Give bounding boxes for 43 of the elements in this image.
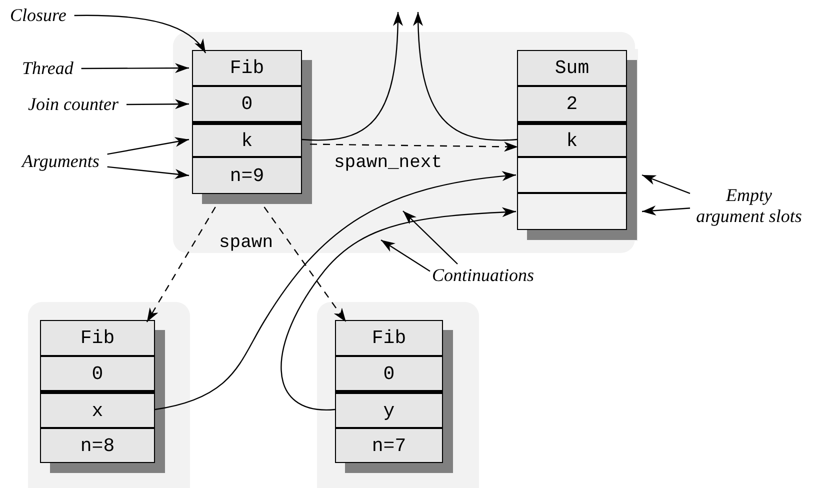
arrow — [413, 12, 518, 141]
record-field: n=8 — [40, 428, 155, 463]
leader-line — [126, 99, 189, 110]
leader-line — [642, 174, 690, 194]
leader-line — [81, 63, 189, 74]
closure-record — [191, 49, 313, 205]
record-field: 0 — [192, 86, 302, 122]
annotation-label: Empty argument slots — [692, 185, 806, 227]
empty-slot — [517, 157, 627, 193]
annotation-label: Closure — [10, 5, 66, 26]
record-field: Fib — [192, 50, 302, 86]
annotation-label: Arguments — [22, 151, 100, 172]
annotation-label: Thread — [22, 58, 74, 79]
record-field: Fib — [40, 320, 155, 356]
annotation-label: Continuations — [432, 265, 534, 286]
closure-record — [334, 319, 454, 474]
record-field: 0 — [40, 356, 155, 391]
leader-line — [380, 240, 430, 272]
dashed-arrow — [146, 206, 216, 322]
record-field: Fib — [335, 320, 443, 356]
arrow — [280, 207, 516, 410]
record-field: x — [40, 391, 155, 428]
record-field: y — [335, 391, 443, 428]
annotation-label: Join counter — [28, 94, 118, 115]
dashed-arrow — [310, 142, 518, 152]
closure-record — [39, 319, 166, 474]
dashed-arrow — [264, 206, 346, 322]
record-field: k — [517, 122, 627, 157]
record-field: n=7 — [335, 428, 443, 463]
arrow — [154, 171, 516, 410]
leader-line — [74, 14, 206, 54]
record-field: n=9 — [192, 157, 302, 194]
leader-line — [402, 210, 458, 264]
empty-slot — [517, 193, 627, 230]
record-field: 0 — [335, 356, 443, 391]
closure-record — [516, 49, 638, 241]
leader-line — [107, 137, 190, 155]
record-field: k — [192, 122, 302, 157]
leader-line — [642, 206, 690, 216]
leader-line — [107, 166, 190, 179]
record-field: 2 — [517, 86, 627, 122]
record-field: Sum — [517, 50, 627, 86]
arrow — [302, 12, 403, 141]
